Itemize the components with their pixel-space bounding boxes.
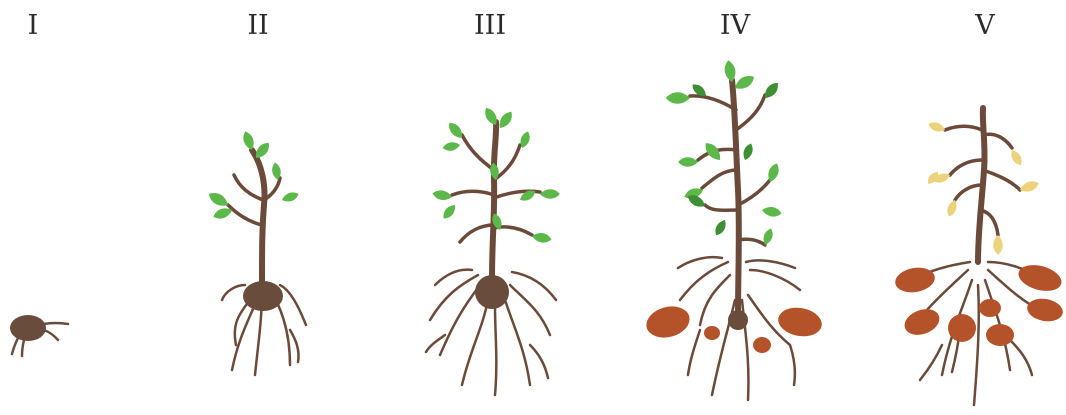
stage-2-emergence [206,130,306,375]
stage-1-seed-tuber [10,315,68,356]
stage-3-vegetative [426,105,560,395]
stage-4-tuber-bulking [643,59,824,400]
seed-tuber [243,281,283,311]
stage-5-maturation [893,108,1064,405]
leaves [666,59,783,246]
seed-tuber [728,310,748,330]
stem [690,80,770,318]
leaves [206,130,300,221]
stem [945,108,1020,262]
seed-tuber [10,315,46,341]
seed-tuber [475,275,509,309]
